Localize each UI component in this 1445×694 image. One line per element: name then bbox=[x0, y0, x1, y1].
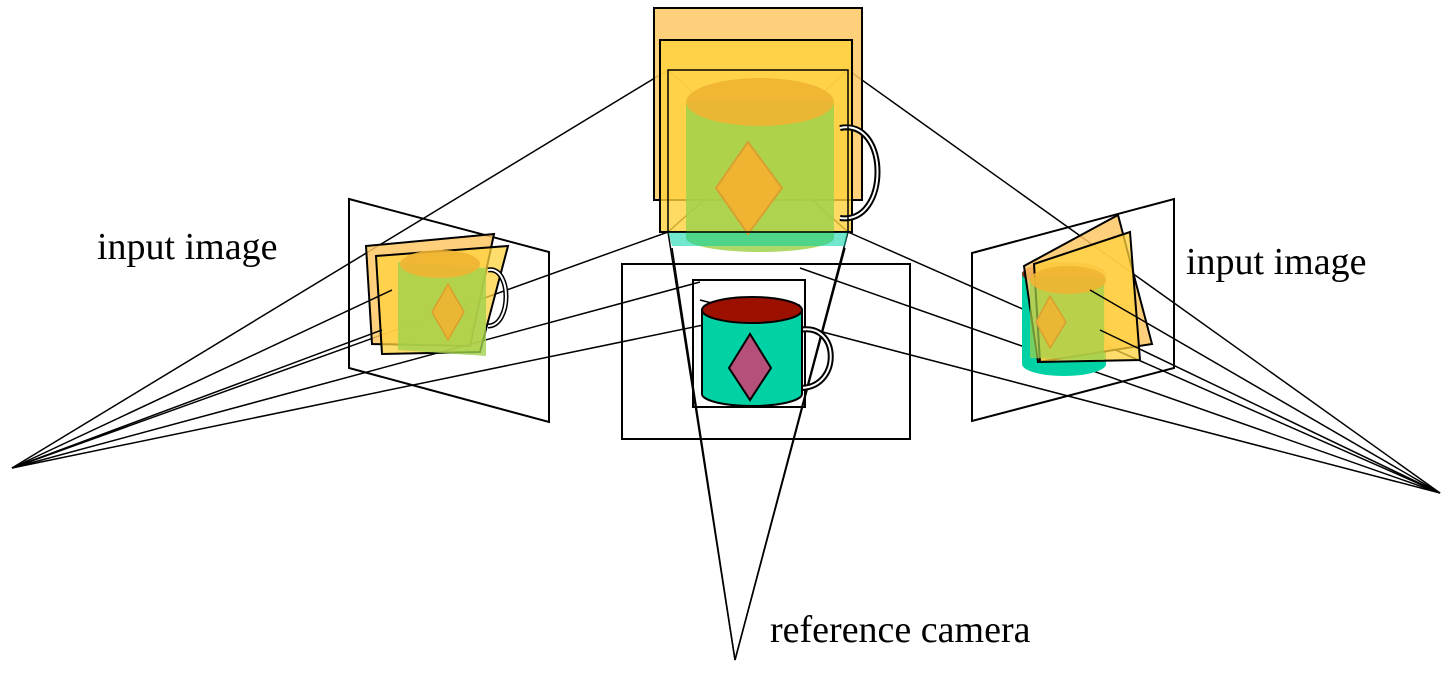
right-camera-ray bbox=[847, 69, 1441, 494]
sweep-plane-front bbox=[667, 69, 849, 233]
reference-camera-label: reference camera bbox=[770, 609, 1031, 651]
right-camera-ray bbox=[1099, 329, 1441, 494]
reference-image-frame bbox=[621, 263, 911, 440]
left-camera-ray bbox=[11, 231, 669, 469]
reference-image bbox=[621, 263, 911, 440]
projected-mug-diamond bbox=[714, 140, 784, 236]
left-input-image-label: input image bbox=[97, 226, 278, 268]
reference-camera-ray bbox=[734, 247, 846, 661]
reference-image-inner-frame bbox=[692, 279, 806, 408]
left-camera-ray bbox=[11, 329, 383, 469]
right-input-image bbox=[971, 197, 1175, 423]
right-camera-ray bbox=[1089, 289, 1441, 494]
foreground-rays bbox=[11, 289, 1441, 494]
projected-mug-handle-inner bbox=[839, 126, 879, 220]
projected-mug-rim bbox=[686, 78, 834, 126]
mug bbox=[701, 296, 834, 407]
left-camera-ray bbox=[11, 289, 393, 469]
mug-handle-inner bbox=[799, 328, 832, 389]
right-image-frame bbox=[971, 197, 1175, 423]
right-camera-ray bbox=[847, 231, 1441, 494]
left-input-image bbox=[348, 197, 550, 424]
left-mug-handle-inner bbox=[487, 268, 507, 327]
mug-diamond bbox=[727, 332, 773, 402]
left-camera-ray bbox=[11, 281, 701, 469]
right-camera-ray bbox=[799, 267, 1441, 494]
right-input-image-label: input image bbox=[1186, 241, 1367, 283]
right-mug-overlay-rim bbox=[1030, 266, 1106, 294]
projected-mug-base bbox=[668, 232, 848, 246]
left-camera-ray bbox=[11, 304, 801, 469]
right-mug-diamond bbox=[1035, 294, 1067, 350]
top-sweep-planes bbox=[653, 7, 881, 252]
left-mug-rim bbox=[400, 250, 480, 278]
left-camera-ray bbox=[11, 69, 669, 469]
left-mug-diamond bbox=[431, 282, 465, 342]
reference-camera-ray bbox=[671, 247, 736, 661]
mug-rim bbox=[701, 296, 803, 324]
